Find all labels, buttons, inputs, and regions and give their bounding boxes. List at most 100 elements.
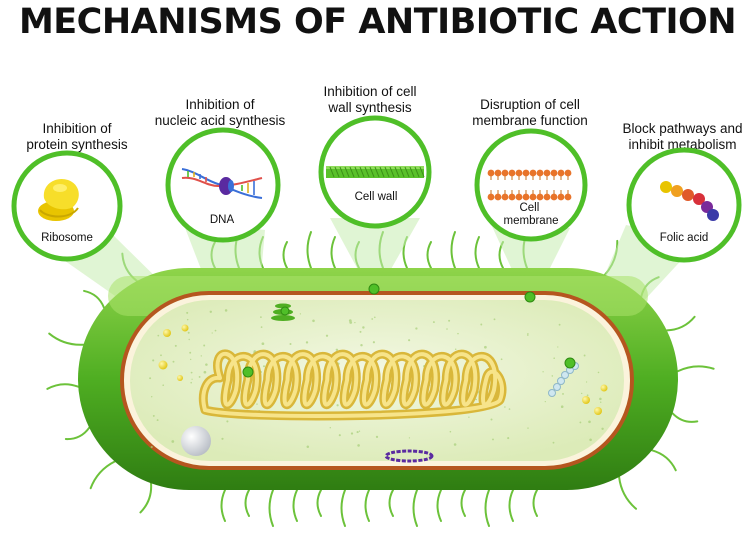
cytoplasm-speckle <box>200 355 202 357</box>
flagellum <box>292 489 298 522</box>
cytoplasm-speckle <box>350 432 354 435</box>
flagellum <box>484 489 490 527</box>
cytoplasm-speckle <box>372 341 375 344</box>
flagellum <box>532 489 538 517</box>
cytoplasm-speckle <box>203 344 206 347</box>
cytoplasm-speckle <box>558 323 561 326</box>
cytoplasm-speckle <box>579 421 582 424</box>
lipid-head <box>536 169 544 177</box>
lipid-head <box>529 193 537 201</box>
cytoplasm-speckle <box>551 375 554 377</box>
flagellum <box>306 231 312 269</box>
cytoplasm-speckle <box>157 334 160 337</box>
cytoplasm-speckle <box>336 404 339 407</box>
cytoplasm-speckle <box>448 319 451 322</box>
callout-folic-acid: Folic acid <box>626 147 742 263</box>
cytoplasm-speckle <box>542 371 544 373</box>
cytoplasm-speckle <box>152 414 155 417</box>
lipid-head <box>501 169 509 177</box>
granule <box>158 360 168 370</box>
cytoplasm-speckle <box>586 394 589 397</box>
flagellum <box>460 489 466 517</box>
cytoplasm-speckle <box>484 345 487 349</box>
lipid-head <box>529 169 537 177</box>
flagellum <box>268 489 274 527</box>
cytoplasm-speckle <box>189 351 192 354</box>
cell-wall-hatch <box>359 166 365 178</box>
lipid-head <box>487 193 495 201</box>
cytoplasm-speckle <box>190 371 193 374</box>
cell-wall-hatch <box>374 166 380 178</box>
flagellum <box>46 383 80 390</box>
flagellum <box>220 489 226 522</box>
mechanism-label-line: Disruption of cell <box>480 97 580 112</box>
callout-ribosome: Ribosome <box>11 150 123 262</box>
cytoplasm-speckle <box>457 332 459 335</box>
cytoplasm-speckle <box>226 420 229 423</box>
cytoplasm-speckle <box>338 434 341 437</box>
flagellum <box>48 332 85 346</box>
cytoplasm-speckle <box>552 441 555 444</box>
lipid-head <box>494 169 502 177</box>
cytoplasm-speckle <box>453 443 457 446</box>
cell-wall-icon <box>326 166 425 178</box>
mechanism-label-protein-synthesis: Inhibition of protein synthesis <box>2 121 152 153</box>
mechanism-label-nucleic-acid-synthesis: Inhibition of nucleic acid synthesis <box>140 97 300 129</box>
flagellum <box>508 489 514 522</box>
lipid-head <box>543 193 551 201</box>
cytoplasm-speckle <box>527 332 529 335</box>
callout-cell-wall: Cell wall <box>318 115 432 229</box>
cytoplasm-speckle <box>468 416 470 418</box>
cytoplasm-speckle <box>312 319 315 323</box>
cytoplasm-speckle <box>209 310 212 313</box>
cytoplasm-speckle <box>507 437 510 440</box>
lipid-head <box>557 169 565 177</box>
flagellum <box>474 236 480 269</box>
cell-wall-hatch <box>399 166 405 178</box>
flagellum <box>450 231 456 269</box>
granule <box>181 324 189 332</box>
cytoplasm-speckle <box>362 326 365 329</box>
cytoplasm-speckle <box>475 398 478 401</box>
flagellum <box>676 365 715 373</box>
flagellum <box>412 489 418 527</box>
cell-wall-hatch <box>354 166 360 178</box>
cytoplasm-speckle <box>198 375 201 378</box>
cytoplasm-speckle <box>186 311 189 314</box>
granule <box>600 384 608 392</box>
callout-label-line: membrane <box>504 215 559 227</box>
metabolic-chain <box>548 362 579 397</box>
callout-cell-membrane: Cell membrane <box>474 128 588 242</box>
lipid-head <box>564 193 572 201</box>
cytoplasm-speckle <box>603 311 606 313</box>
cell-wall-hatch <box>334 166 340 178</box>
cytoplasm-speckle <box>211 332 213 334</box>
storage-granule <box>181 426 211 456</box>
flagellum <box>340 489 346 527</box>
cytoplasm-speckle <box>205 363 208 366</box>
mechanism-label-line: Inhibition of cell <box>323 84 417 99</box>
cytoplasm-speckle <box>356 431 359 434</box>
flagellum <box>244 489 250 517</box>
cell-membrane-icon <box>487 169 572 201</box>
callout-label-folic-acid: Folic acid <box>660 232 709 244</box>
cell-wall-hatch <box>329 166 335 178</box>
lipid-head <box>522 193 530 201</box>
cell-wall-hatch <box>364 166 370 178</box>
lipid-head <box>536 193 544 201</box>
cell-wall-hatch <box>414 166 420 178</box>
cytoplasm-speckle <box>149 377 152 380</box>
mechanism-label-line: wall synthesis <box>328 100 412 115</box>
cytoplasm-speckle <box>299 313 302 315</box>
flagellum <box>436 489 442 522</box>
cell-wall-hatch <box>379 166 385 178</box>
cell-wall-hatch <box>404 166 410 178</box>
cytoplasm-speckle <box>260 326 263 328</box>
cell-wall-hatch <box>419 166 425 178</box>
cytoplasm-speckle <box>188 338 190 341</box>
cytoplasm-speckle <box>151 396 153 398</box>
mechanism-label-line: Inhibition of <box>42 121 112 136</box>
cytoplasm-speckle <box>415 327 418 330</box>
cytoplasm-speckle <box>583 354 586 357</box>
